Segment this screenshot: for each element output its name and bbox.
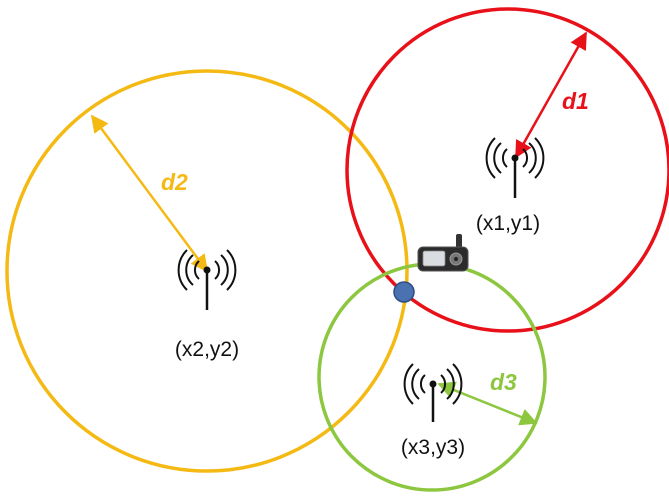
- gps-device-icon: [417, 234, 469, 272]
- range-circle-1: [345, 7, 669, 333]
- distance-label-2: d2: [161, 169, 188, 195]
- distance-arrow-3: [437, 381, 538, 426]
- station-3-coord-label: (x3,y3): [401, 436, 465, 459]
- distance-arrow-1: [514, 31, 588, 159]
- distance-arrow-2: [90, 114, 209, 273]
- distance-label-1: d1: [562, 88, 589, 114]
- distance-label-3: d3: [490, 369, 517, 395]
- range-circle-2: [5, 69, 409, 473]
- station-1-coord-label: (x1,y1): [476, 212, 540, 235]
- antenna-icon: [403, 363, 463, 422]
- antenna-icon: [485, 137, 545, 198]
- position-dot: [393, 281, 415, 303]
- station-2-coord-label: (x2,y2): [175, 338, 239, 361]
- antenna-icon: [177, 249, 237, 310]
